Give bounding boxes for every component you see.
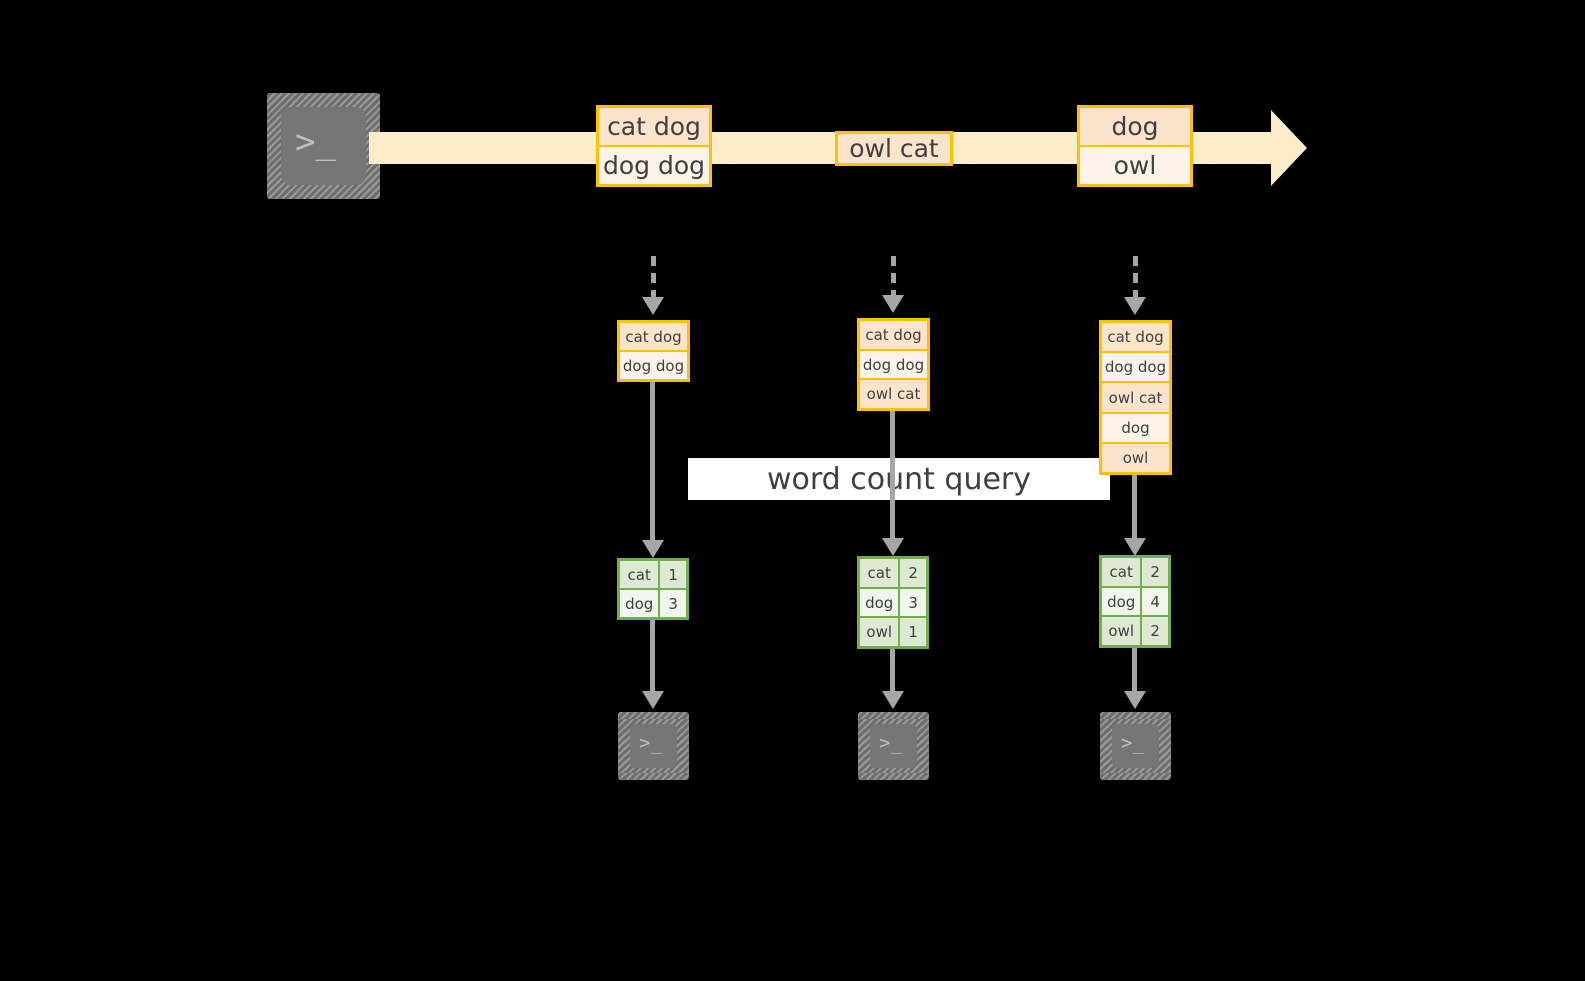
col3-input-line-1: cat dog <box>1102 323 1169 354</box>
col1-sink-arrowhead <box>642 691 664 709</box>
col2-sink-line <box>890 649 895 693</box>
col3-terminal-prompt-glyph: >_ <box>1121 732 1144 754</box>
col2-input-box: cat dog dog dog owl cat <box>857 318 930 411</box>
stream-record-2: owl cat <box>835 131 953 166</box>
col3-terminal-screen: >_ <box>1112 724 1159 768</box>
col2-terminal-screen: >_ <box>870 724 917 768</box>
col2-input-line-1: cat dog <box>860 321 927 351</box>
col3-query-line <box>1132 475 1137 541</box>
stream-record-1-line-2: dog dog <box>599 147 709 184</box>
col2-dashed-arrowhead <box>882 295 904 313</box>
stream-record-3: dog owl <box>1077 105 1193 187</box>
source-terminal-icon: >_ <box>267 93 380 199</box>
col1-sink-line <box>650 620 655 693</box>
stream-arrow-head <box>1271 110 1307 186</box>
col1-input-box: cat dog dog dog <box>617 320 690 382</box>
col2-query-arrowhead <box>882 538 904 556</box>
col1-dashed-arrowhead <box>642 297 664 315</box>
col2-query-line <box>890 411 895 541</box>
col2-sink-terminal-icon: >_ <box>858 712 929 780</box>
col3-result-table: cat 2 dog 4 owl 2 <box>1099 555 1171 648</box>
col1-dashed-line <box>651 256 656 300</box>
col1-query-line <box>650 382 655 542</box>
stream-record-2-line-1: owl cat <box>838 134 950 163</box>
col3-input-line-5: owl <box>1102 443 1169 473</box>
col3-sink-arrowhead <box>1124 691 1146 709</box>
col2-result-count-1: 2 <box>900 559 926 587</box>
query-band <box>688 458 1110 500</box>
col3-result-row-3: owl 2 <box>1102 617 1168 645</box>
col2-result-row-2: dog 3 <box>860 588 926 619</box>
col2-input-line-2: dog dog <box>860 350 927 381</box>
col3-result-word-2: dog <box>1102 587 1143 616</box>
stream-record-1-line-1: cat dog <box>599 108 709 147</box>
terminal-screen: >_ <box>281 107 366 185</box>
col3-result-row-2: dog 4 <box>1102 587 1168 618</box>
col3-input-line-4: dog <box>1102 413 1169 444</box>
col1-terminal-prompt-glyph: >_ <box>639 732 662 754</box>
col3-result-word-3: owl <box>1102 617 1143 645</box>
col2-sink-arrowhead <box>882 691 904 709</box>
col3-result-count-1: 2 <box>1142 558 1168 586</box>
col2-result-word-2: dog <box>860 588 901 617</box>
col3-sink-line <box>1132 648 1137 693</box>
col1-result-word-2: dog <box>620 590 661 617</box>
col3-result-word-1: cat <box>1102 558 1143 586</box>
stream-record-3-line-2: owl <box>1080 147 1190 184</box>
col2-dashed-line <box>891 256 896 300</box>
col2-result-row-3: owl 1 <box>860 618 926 646</box>
col3-result-row-1: cat 2 <box>1102 558 1168 588</box>
col1-input-line-2: dog dog <box>620 352 687 379</box>
col1-result-word-1: cat <box>620 561 661 588</box>
col1-result-count-2: 3 <box>660 590 686 617</box>
col1-result-count-1: 1 <box>660 561 686 588</box>
col3-input-box: cat dog dog dog owl cat dog owl <box>1099 320 1172 475</box>
col3-input-line-3: owl cat <box>1102 383 1169 414</box>
col1-query-arrowhead <box>642 540 664 558</box>
col1-result-row-2: dog 3 <box>620 590 686 617</box>
query-label-wrap: word count query <box>688 458 1110 500</box>
col1-sink-terminal-icon: >_ <box>618 712 689 780</box>
col3-result-count-3: 2 <box>1142 617 1168 645</box>
col3-dashed-line <box>1133 256 1138 300</box>
terminal-prompt-glyph: >_ <box>295 122 336 162</box>
col3-dashed-arrowhead <box>1124 297 1146 315</box>
col1-input-line-1: cat dog <box>620 323 687 352</box>
col1-result-row-1: cat 1 <box>620 561 686 590</box>
col2-result-word-1: cat <box>860 559 901 587</box>
col3-sink-terminal-icon: >_ <box>1100 712 1171 780</box>
col2-result-word-3: owl <box>860 618 901 646</box>
col1-terminal-screen: >_ <box>630 724 677 768</box>
col2-result-count-2: 3 <box>900 588 926 617</box>
query-label: word count query <box>766 462 1032 497</box>
stream-record-1: cat dog dog dog <box>596 105 712 187</box>
stream-record-3-line-1: dog <box>1080 108 1190 147</box>
col1-result-table: cat 1 dog 3 <box>617 558 689 620</box>
col3-result-count-2: 4 <box>1142 587 1168 616</box>
col2-result-count-3: 1 <box>900 618 926 646</box>
col2-result-table: cat 2 dog 3 owl 1 <box>857 556 929 649</box>
col2-terminal-prompt-glyph: >_ <box>879 732 902 754</box>
col2-input-line-3: owl cat <box>860 380 927 408</box>
col2-result-row-1: cat 2 <box>860 559 926 589</box>
col3-input-line-2: dog dog <box>1102 353 1169 384</box>
col3-query-arrowhead <box>1124 538 1146 556</box>
